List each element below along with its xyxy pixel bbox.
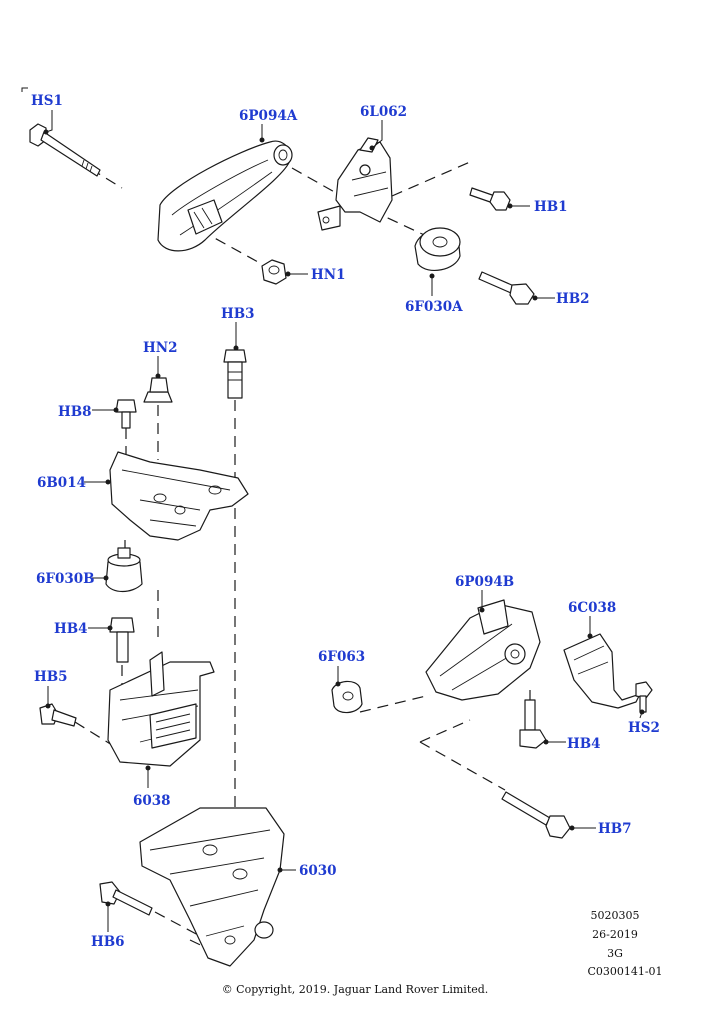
hb2-bolt[interactable] (478, 271, 535, 305)
callout-leaders (21, 87, 645, 932)
hb6-bolt[interactable] (99, 881, 153, 916)
callout-6f063[interactable]: 6F063 (318, 649, 365, 665)
callout-6030[interactable]: 6030 (299, 863, 337, 879)
hb5-bolt[interactable] (39, 703, 77, 727)
hn2-nut[interactable] (143, 377, 173, 403)
hn1-nut[interactable] (261, 259, 287, 285)
hs2-screw[interactable] (635, 681, 653, 713)
callout-hb7[interactable]: HB7 (598, 821, 632, 837)
bracket-6l062[interactable] (317, 137, 393, 231)
callout-6p094b[interactable]: 6P094B (455, 574, 514, 590)
callout-hb8[interactable]: HB8 (58, 404, 92, 420)
torque-rod-6p094a[interactable] (157, 140, 293, 252)
callout-hn2[interactable]: HN2 (143, 340, 178, 356)
bracket-6b014[interactable] (109, 451, 249, 541)
torque-rod-6p094b[interactable] (425, 599, 541, 701)
callout-6b014[interactable]: 6B014 (37, 475, 86, 491)
hb3-bolt[interactable] (223, 349, 247, 399)
hb8-bolt[interactable] (115, 399, 137, 429)
callout-hb2[interactable]: HB2 (556, 291, 590, 307)
catalog-number: C0300141-01 (587, 965, 663, 978)
reference-code: 3G (607, 947, 623, 960)
reference-date: 26-2019 (592, 928, 638, 941)
callout-6c038[interactable]: 6C038 (568, 600, 616, 616)
bush-6f030a[interactable] (414, 227, 461, 272)
callout-hb5[interactable]: HB5 (34, 669, 68, 685)
callout-6038[interactable]: 6038 (133, 793, 171, 809)
assembly-lines (59, 149, 531, 953)
engine-mount-6038[interactable] (107, 651, 215, 767)
callout-hn1[interactable]: HN1 (311, 267, 346, 283)
hb4-bolt-right[interactable] (519, 699, 547, 749)
heat-shield-6c038[interactable] (563, 633, 641, 709)
callout-hb3[interactable]: HB3 (221, 306, 255, 322)
callout-hs1[interactable]: HS1 (31, 93, 63, 109)
hb4-bolt-left[interactable] (109, 617, 135, 663)
copyright-notice: © Copyright, 2019. Jaguar Land Rover Lim… (221, 983, 489, 996)
callout-6f030a[interactable]: 6F030A (405, 299, 463, 315)
callout-hb6[interactable]: HB6 (91, 934, 125, 950)
callout-hb4-left[interactable]: HB4 (54, 621, 88, 637)
callout-6l062[interactable]: 6L062 (360, 104, 407, 120)
mounting-bracket-6030[interactable] (139, 807, 285, 967)
bush-6f063[interactable] (331, 680, 363, 714)
bush-6f030b[interactable] (105, 547, 143, 593)
callout-hb1[interactable]: HB1 (534, 199, 568, 215)
reference-number: 5020305 (590, 909, 640, 922)
callout-hb4-right[interactable]: HB4 (567, 736, 601, 752)
hb1-bolt[interactable] (469, 187, 511, 211)
callout-labels: HS1 6P094A 6L062 HB1 HN1 HB2 6F030A HB3 … (31, 93, 660, 950)
hb7-bolt[interactable] (501, 791, 571, 839)
callout-hs2[interactable]: HS2 (628, 720, 660, 736)
callout-6f030b[interactable]: 6F030B (36, 571, 95, 587)
callout-6p094a[interactable]: 6P094A (239, 108, 298, 124)
hs1-bolt[interactable] (29, 123, 101, 177)
